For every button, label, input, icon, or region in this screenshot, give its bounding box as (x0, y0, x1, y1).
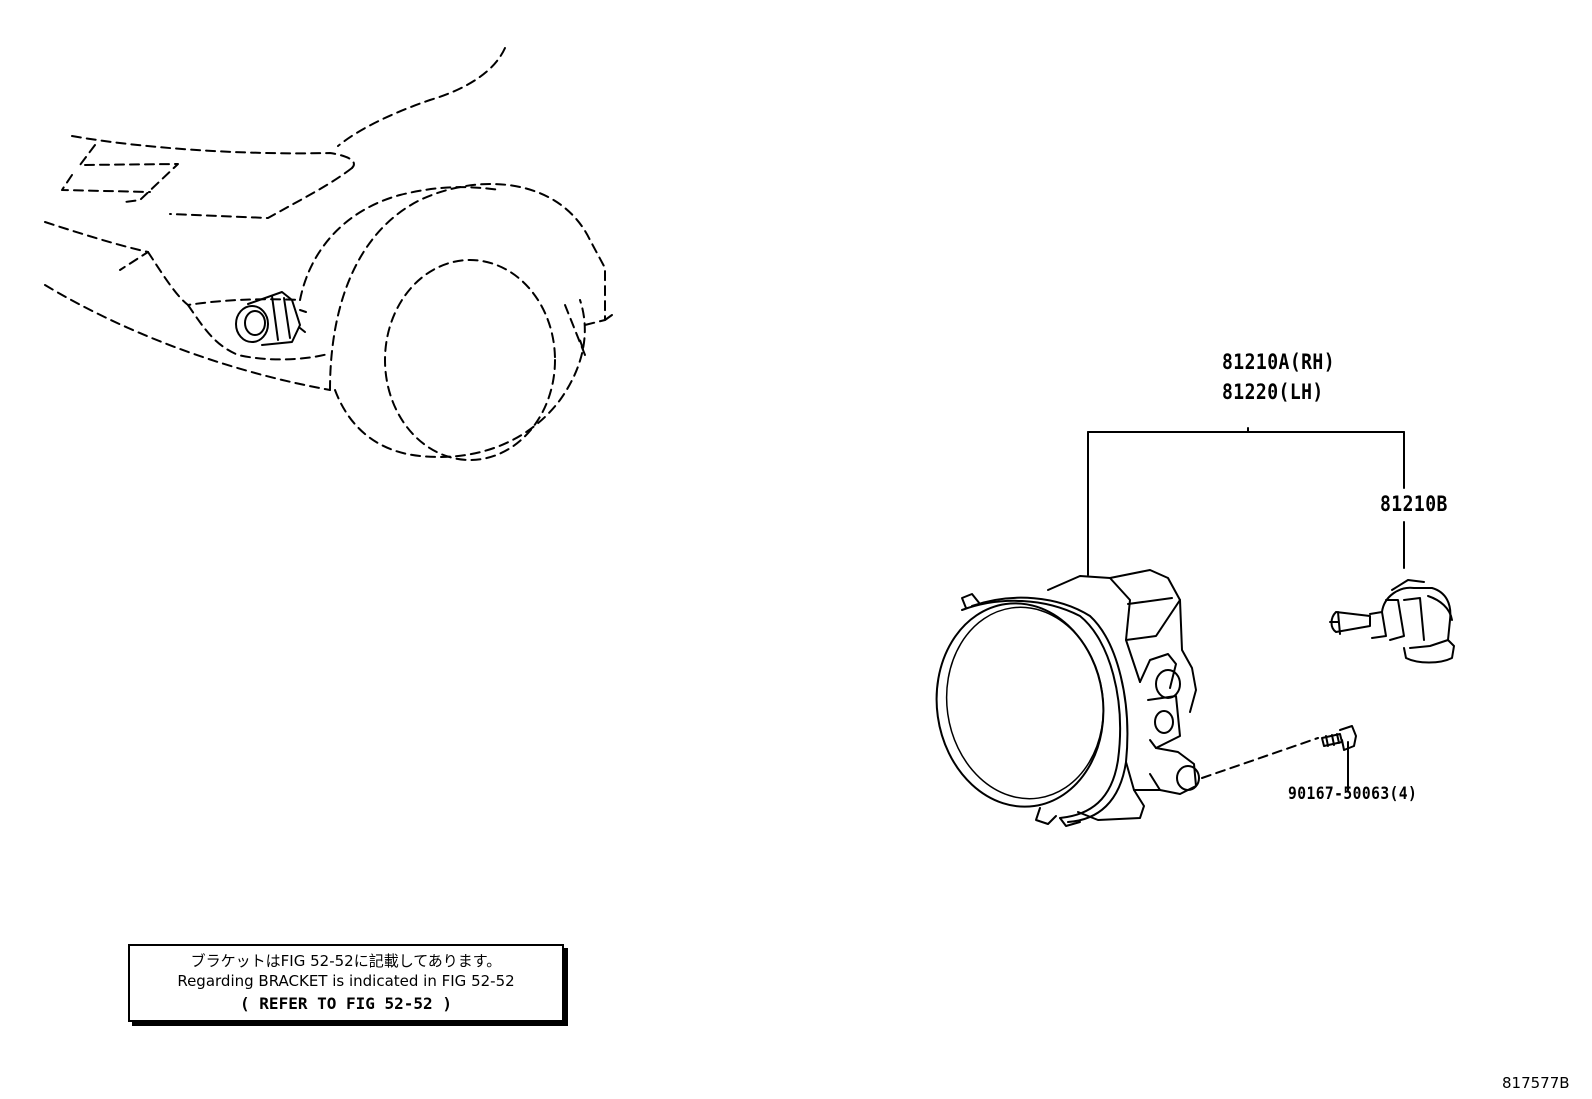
vehicle-corner-illustration (44, 47, 613, 461)
fog-lamp-assembly-drawing (935, 569, 1200, 827)
note-japanese-line: ブラケットはFIG 52-52に記載してあります。 (190, 952, 502, 970)
note-english-line: Regarding BRACKET is indicated in FIG 52… (177, 972, 515, 990)
label-screw: 90167-50063(4) (1288, 784, 1418, 804)
bulb-drawing (1329, 579, 1455, 664)
label-fog-lamp-rh: 81210A(RH) (1222, 350, 1336, 374)
label-bulb: 81210B (1380, 492, 1448, 516)
leader-lines (1087, 427, 1405, 791)
note-reference-line: ( REFER TO FIG 52-52 ) (240, 994, 452, 1013)
fog-lamp-vehicle-location (235, 291, 307, 346)
label-fog-lamp-lh: 81220(LH) (1222, 380, 1324, 404)
bracket-reference-note: ブラケットはFIG 52-52に記載してあります。 Regarding BRAC… (128, 944, 564, 1022)
figure-code: 817577B (1502, 1074, 1570, 1092)
screw-drawing (1321, 725, 1357, 751)
